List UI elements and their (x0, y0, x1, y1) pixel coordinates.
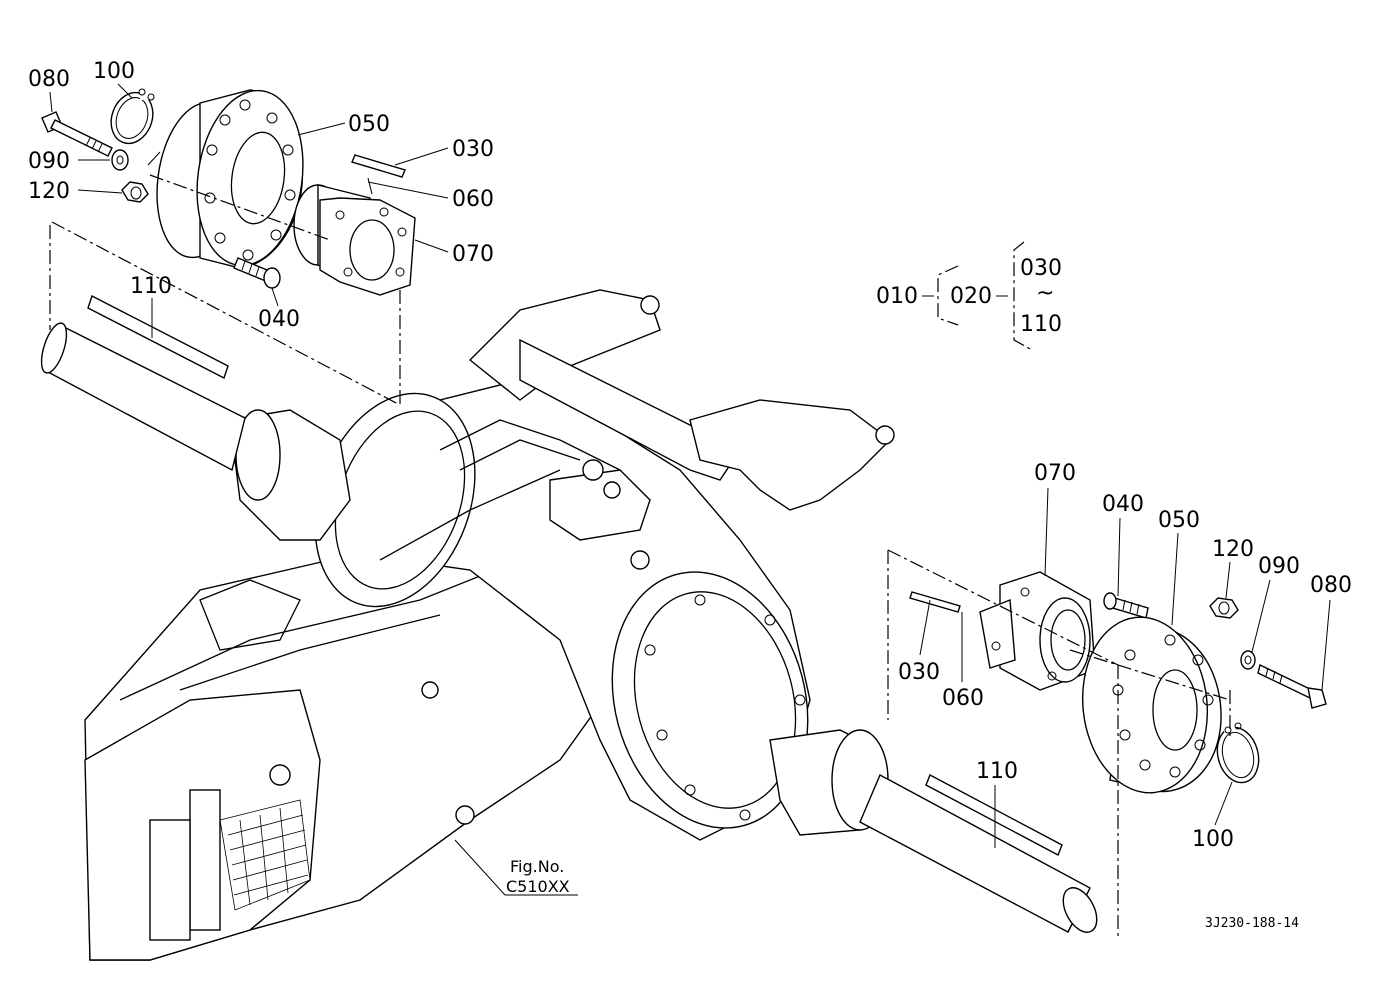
callout-060-right: 060 (942, 686, 984, 711)
key-level1: 010 (876, 284, 918, 309)
drawing-code: 3J230-188-14 (1205, 916, 1299, 931)
key-030-left (351, 154, 406, 178)
circlip-100-left (110, 88, 155, 145)
callout-070-right: 070 (1034, 461, 1076, 486)
callout-060-left: 060 (452, 187, 494, 212)
callout-120-right: 120 (1212, 537, 1254, 562)
left-leader-lines (49, 83, 449, 338)
callout-110-left: 110 (130, 274, 172, 299)
key-range-start: 030 (1020, 256, 1062, 281)
key-030-right (909, 591, 961, 613)
assembly-hierarchy-key: 010 020 030 ~ 110 (876, 241, 1062, 351)
hub-flange-050-left (156, 89, 304, 269)
shaft-110-right (859, 774, 1098, 933)
callout-080-left: 080 (28, 67, 70, 92)
hub-070-right (979, 571, 1096, 691)
transmission-housing-drawing (84, 289, 895, 961)
washer-090-right (1240, 650, 1256, 670)
stud-040-right (1103, 592, 1149, 619)
shaft-110-left (40, 295, 246, 472)
left-exploded-parts: 080 100 050 030 090 060 120 070 040 110 (28, 59, 494, 472)
hub-070-left (293, 177, 416, 296)
callout-030-right: 030 (898, 660, 940, 685)
key-range-separator: ~ (1036, 281, 1054, 306)
callout-040-right: 040 (1102, 492, 1144, 517)
washer-090-left (111, 149, 129, 171)
callout-040-left: 040 (258, 307, 300, 332)
callout-030-left: 030 (452, 137, 494, 162)
right-exploded-parts: 070 040 050 120 090 080 030 060 110 100 (859, 461, 1352, 940)
bolt-080-right (1257, 663, 1327, 709)
hub-flange-050-right (1081, 616, 1222, 794)
figure-reference: Fig.No. C510XX (454, 839, 578, 896)
figure-ref-label: Fig.No. (510, 857, 564, 876)
callout-070-left: 070 (452, 242, 494, 267)
callout-090-right: 090 (1258, 554, 1300, 579)
callout-110-right: 110 (976, 759, 1018, 784)
callout-050-left: 050 (348, 112, 390, 137)
callout-050-right: 050 (1158, 508, 1200, 533)
key-range-end: 110 (1020, 312, 1062, 337)
nut-120-left (121, 181, 149, 203)
nut-120-right (1209, 597, 1239, 619)
bolt-080-left (41, 111, 113, 157)
callout-080-right: 080 (1310, 573, 1352, 598)
key-level2: 020 (950, 284, 992, 309)
right-leader-lines (919, 487, 1331, 848)
callout-100-left: 100 (93, 59, 135, 84)
callout-090-left: 090 (28, 149, 70, 174)
stud-040-left (233, 257, 281, 289)
callout-100-right: 100 (1192, 827, 1234, 852)
figure-ref-number: C510XX (506, 877, 570, 896)
callout-120-left: 120 (28, 179, 70, 204)
